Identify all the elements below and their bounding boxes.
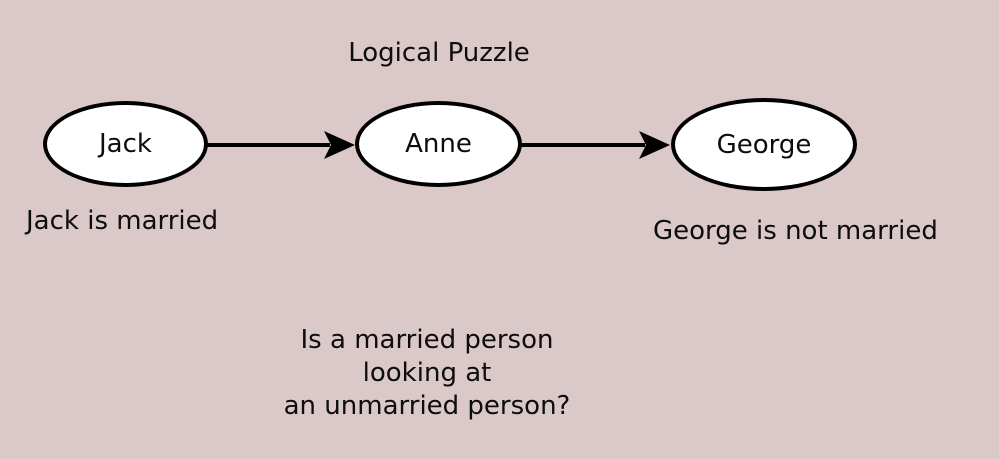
node-anne-label: Anne xyxy=(405,129,472,159)
node-george: George xyxy=(671,98,857,191)
arrow-jack-to-anne xyxy=(207,131,355,159)
node-jack-label: Jack xyxy=(99,129,152,159)
annotation-jack-married: Jack is married xyxy=(26,206,219,236)
node-jack: Jack xyxy=(43,101,208,187)
node-george-label: George xyxy=(716,129,812,160)
annotation-george-not-married: George is not married xyxy=(653,216,938,246)
question-line-3: an unmarried person? xyxy=(283,391,571,421)
node-anne: Anne xyxy=(355,101,522,187)
question-line-2: looking at xyxy=(362,358,492,388)
question-line-1: Is a married person xyxy=(300,325,554,355)
question-text: Is a married person looking at an unmarr… xyxy=(260,324,594,423)
arrow-anne-to-george xyxy=(521,131,670,159)
diagram-title: Logical Puzzle xyxy=(348,38,530,68)
